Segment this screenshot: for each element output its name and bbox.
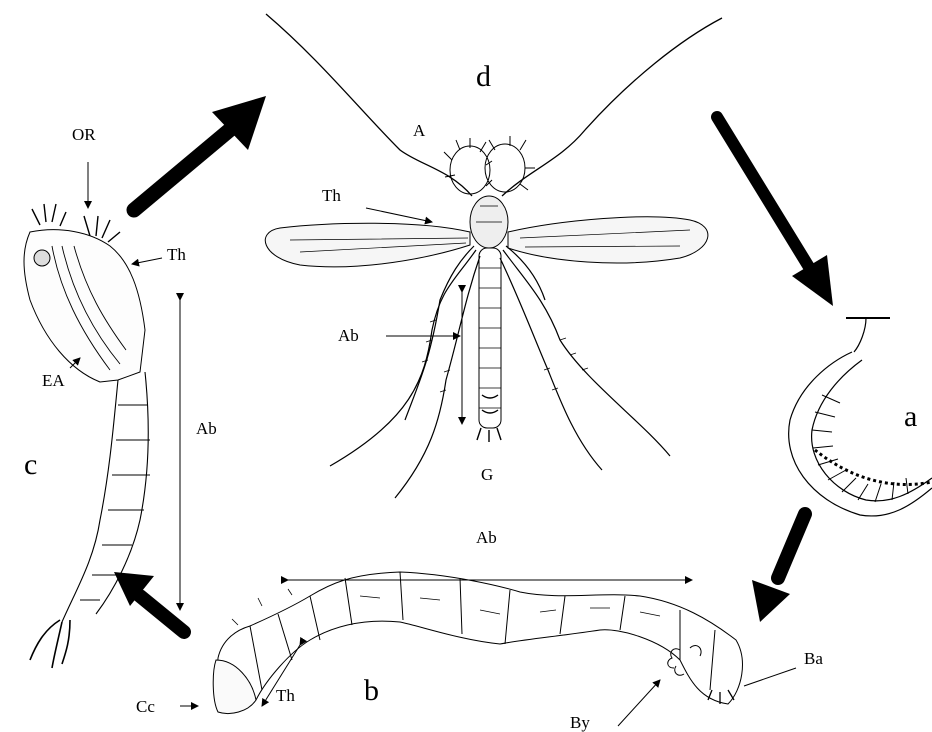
stage-label-c: c	[24, 450, 37, 480]
label-adult-thorax: Th	[322, 187, 341, 204]
stage-label-b: b	[364, 676, 379, 706]
adult-mosquito	[265, 14, 722, 498]
cycle-arrow-b-to-c	[114, 572, 184, 632]
label-pupa-thorax: Th	[167, 246, 186, 263]
label-larva-gills: By	[570, 714, 590, 731]
label-larva-abdomen: Ab	[476, 529, 497, 546]
larva-head	[213, 660, 256, 714]
label-adult-abdomen: Ab	[338, 327, 359, 344]
cycle-arrow-c-to-d	[134, 96, 266, 210]
adult-antenna-right	[502, 18, 722, 196]
label-pupa-embryo-appendages: EA	[42, 372, 65, 389]
larva-gills	[668, 646, 701, 676]
pupa-tail-paddles	[30, 620, 70, 668]
adult-wing-left	[265, 223, 470, 267]
adult-genitalia	[477, 428, 501, 442]
label-adult-antenna: A	[413, 122, 425, 139]
label-larva-head: Cc	[136, 698, 155, 715]
label-pupa-respiratory-organ: OR	[72, 126, 96, 143]
label-pupa-abdomen: Ab	[196, 420, 217, 437]
adult-plumes	[444, 136, 535, 194]
adult-wing-right	[508, 217, 708, 263]
label-larva-anal: Ba	[804, 650, 823, 667]
adult-abdomen	[479, 248, 501, 428]
cycle-arrow-a-to-b	[752, 514, 805, 622]
cycle-arrow-d-to-a	[717, 117, 833, 306]
label-adult-genitalia: G	[481, 466, 493, 483]
stage-label-d: d	[476, 62, 491, 92]
adult-antenna-left	[266, 14, 472, 196]
label-larva-thorax: Th	[276, 687, 295, 704]
stage-label-a: a	[904, 402, 917, 432]
